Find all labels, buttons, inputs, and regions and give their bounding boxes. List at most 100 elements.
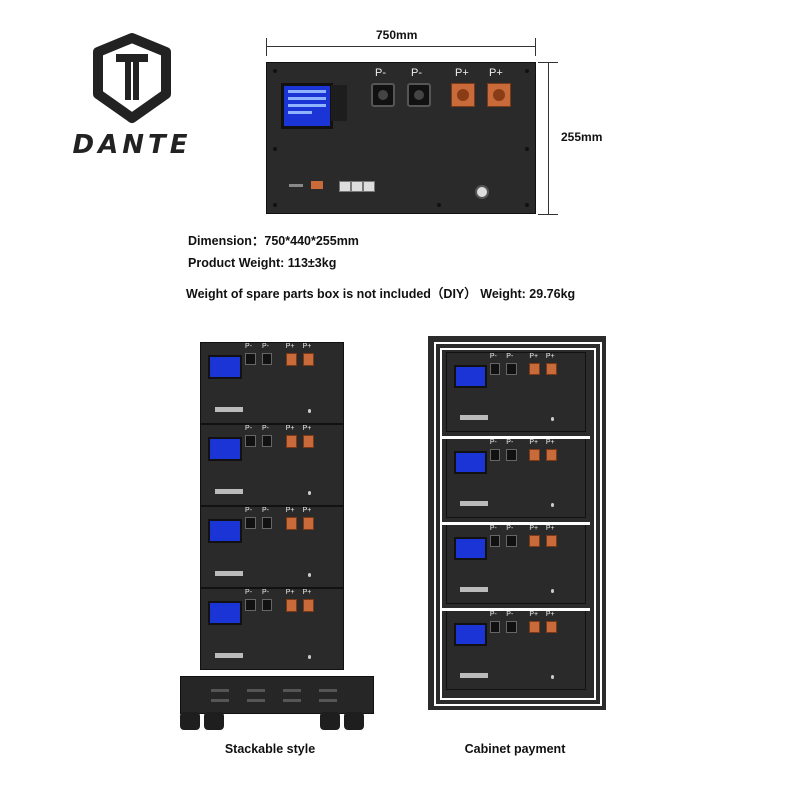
module-positive-terminal — [302, 353, 314, 366]
screw — [273, 147, 277, 151]
module-negative-terminal — [489, 448, 501, 461]
module-negative-terminal — [506, 534, 517, 547]
module-terminal-label: P+ — [545, 525, 555, 532]
module-positive-terminal — [529, 534, 541, 548]
module-terminal-label: P+ — [285, 507, 295, 514]
width-dimension-tick-left — [266, 38, 267, 56]
caption-cabinet: Cabinet payment — [464, 742, 566, 756]
screw — [273, 69, 277, 73]
module-positive-terminal — [529, 620, 541, 634]
battery-module: P-P-P+P+ — [446, 438, 586, 518]
module-negative-terminal — [261, 353, 273, 365]
module-positive-terminal — [285, 517, 298, 530]
module-terminal-label: P- — [261, 343, 269, 350]
module-lcd — [207, 601, 243, 625]
terminal-label-pos-2: P+ — [489, 67, 503, 79]
module-positive-terminal — [545, 448, 557, 462]
width-dimension-tick-right — [535, 38, 536, 56]
module-positive-terminal — [285, 599, 298, 612]
power-switch — [475, 185, 489, 199]
cabinet-frame-inner — [440, 348, 596, 700]
screw — [525, 69, 529, 73]
module-switch — [550, 589, 555, 594]
brand-name: DANTE — [72, 130, 192, 160]
module-positive-terminal — [545, 534, 557, 548]
module-negative-terminal — [261, 599, 273, 611]
battery-front-panel: P- P- P+ P+ — [266, 62, 536, 214]
module-switch — [307, 573, 312, 577]
module-ports — [214, 653, 244, 658]
module-lcd — [453, 622, 488, 647]
module-ports — [214, 489, 244, 494]
positive-terminal — [451, 83, 475, 107]
module-lcd — [453, 450, 488, 475]
module-terminal-label: P+ — [302, 343, 312, 350]
height-dimension-tick-bottom — [538, 214, 558, 215]
module-terminal-label: P- — [261, 425, 269, 432]
screw — [525, 147, 529, 151]
module-ports — [460, 673, 489, 679]
module-positive-terminal — [302, 517, 314, 530]
module-ports — [460, 587, 489, 593]
module-negative-terminal — [245, 599, 256, 611]
module-terminal-label: P- — [489, 525, 497, 532]
terminal-label-pos-1: P+ — [455, 67, 469, 79]
module-positive-terminal — [529, 448, 541, 462]
module-positive-terminal — [285, 435, 298, 448]
cabinet-shelf — [442, 608, 590, 611]
width-dimension-label: 750mm — [376, 28, 418, 42]
module-terminal-label: P- — [261, 589, 269, 596]
module-terminal-label: P- — [261, 507, 269, 514]
module-negative-terminal — [489, 620, 501, 633]
module-terminal-label: P- — [245, 343, 253, 350]
wheel — [204, 712, 224, 730]
module-lcd — [453, 536, 488, 561]
screw — [437, 203, 441, 207]
module-terminal-label: P+ — [285, 589, 295, 596]
battery-module: P-P-P+P+ — [446, 610, 586, 690]
terminal-label-neg-2: P- — [411, 67, 422, 79]
height-dimension-line — [548, 62, 549, 214]
positive-terminal — [487, 83, 511, 107]
spec-spare-parts: Weight of spare parts box is not include… — [186, 287, 576, 301]
battery-module: P-P-P+P+ — [200, 588, 344, 670]
dante-logo-icon — [84, 30, 180, 126]
module-switch — [550, 503, 555, 508]
module-terminal-label: P+ — [285, 425, 295, 432]
cabinet-frame-outer — [434, 342, 602, 706]
module-terminal-label: P- — [506, 611, 514, 618]
module-positive-terminal — [285, 353, 298, 366]
module-switch — [307, 655, 312, 659]
negative-terminal — [371, 83, 395, 107]
module-terminal-label: P+ — [302, 425, 312, 432]
wheel — [180, 712, 200, 730]
module-terminal-label: P+ — [302, 589, 312, 596]
module-terminal-label: P+ — [285, 343, 295, 350]
battery-module: P- P- P+ P+ — [200, 342, 344, 424]
module-switch — [307, 491, 312, 495]
module-positive-terminal — [529, 362, 541, 376]
module-terminal-label: P- — [506, 353, 514, 360]
module-terminal-label: P+ — [529, 439, 539, 446]
wheel — [344, 712, 364, 730]
module-terminal-label: P+ — [545, 439, 555, 446]
module-negative-terminal — [489, 362, 501, 375]
module-lcd — [207, 519, 243, 543]
module-positive-terminal — [302, 599, 314, 612]
module-terminal-label: P- — [489, 439, 497, 446]
module-negative-terminal — [261, 517, 273, 529]
spec-dimension: Dimension：750*440*255mm — [188, 234, 359, 248]
module-terminal-label: P- — [506, 525, 514, 532]
negative-terminal — [407, 83, 431, 107]
module-lcd — [207, 355, 243, 379]
module-negative-terminal — [245, 517, 256, 529]
module-terminal-label: P- — [245, 507, 253, 514]
spec-weight: Product Weight: 113±3kg — [188, 256, 337, 270]
module-terminal-label: P+ — [545, 353, 555, 360]
module-ports — [214, 407, 244, 412]
module-terminal-label: P+ — [302, 507, 312, 514]
module-terminal-label: P+ — [545, 611, 555, 618]
width-dimension-line — [266, 46, 536, 47]
module-negative-terminal — [506, 362, 517, 375]
module-positive-terminal — [545, 620, 557, 634]
